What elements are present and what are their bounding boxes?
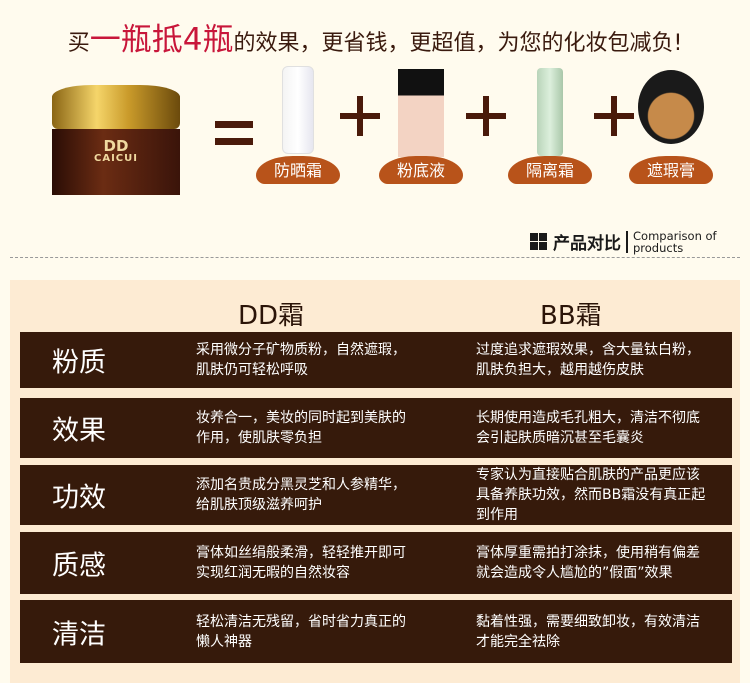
section-title-en-2: products — [633, 240, 684, 255]
bb-cell: 长期使用造成毛孔粗大，清洁不彻底会引起肤质暗沉甚至毛囊炎 — [476, 410, 700, 446]
section-title-cn: 产品对比 — [553, 234, 621, 254]
row-label: 效果 — [52, 415, 106, 447]
section-title-en-1: Comparison of — [633, 228, 717, 243]
product-foundation: 粉底液 — [376, 66, 466, 184]
jar-brand: CAICUI — [94, 153, 138, 164]
product-concealer: 遮瑕膏 — [626, 66, 716, 184]
product-sunscreen: 防晒霜 — [253, 66, 343, 184]
table-row: 质感 膏体如丝绢般柔滑，轻轻推开即可实现红润无暇的自然妆容 膏体厚重需拍打涂抹，… — [20, 532, 732, 594]
jar-body: DD CAICUI — [52, 129, 180, 195]
concealer-image — [638, 70, 704, 144]
plus-icon — [466, 96, 506, 136]
sunscreen-image — [282, 66, 314, 154]
dd-cell: 妆养合一，美妆的同时起到美肤的作用，使肌肤零负担 — [196, 410, 406, 446]
product-badge: 防晒霜 — [256, 156, 340, 184]
product-badge: 粉底液 — [379, 156, 463, 184]
row-label: 质感 — [52, 550, 106, 582]
dd-cell: 添加名贵成分黑灵芝和人参精华，给肌肤顶级滋养呵护 — [196, 477, 406, 513]
jar-lid — [52, 85, 180, 129]
dd-cream-jar: DD CAICUI — [52, 85, 180, 195]
comparison-table: DD霜 BB霜 粉质 采用微分子矿物质粉，自然遮瑕，肌肤仍可轻松呼吸 过度追求遮… — [10, 280, 740, 683]
bb-cell: 专家认为直接贴合肌肤的产品更应该具备养肤功效，然而BB霜没有真正起到作用 — [476, 467, 706, 523]
bb-cell: 过度追求遮瑕效果，含大量钛白粉，肌肤负担大，越用越伤皮肤 — [476, 342, 700, 378]
grid-icon — [530, 233, 547, 250]
table-row: 清洁 轻松清洁无残留，省时省力真正的懒人神器 黏着性强，需要细致卸妆，有效清洁才… — [20, 600, 732, 663]
primer-image — [537, 68, 563, 156]
headline-highlight: 一瓶抵4瓶 — [89, 22, 234, 58]
headline: 买一瓶抵4瓶的效果，更省钱，更超值，为您的化妆包减负! — [0, 14, 750, 59]
dd-cell: 膏体如丝绢般柔滑，轻轻推开即可实现红润无暇的自然妆容 — [196, 545, 406, 581]
bb-cell: 黏着性强，需要细致卸妆，有效清洁才能完全祛除 — [476, 613, 700, 650]
table-row: 功效 添加名贵成分黑灵芝和人参精华，给肌肤顶级滋养呵护 专家认为直接贴合肌肤的产… — [20, 465, 732, 525]
row-label: 功效 — [52, 482, 106, 514]
plus-icon — [340, 96, 380, 136]
plus-icon — [594, 96, 634, 136]
table-row: 效果 妆养合一，美妆的同时起到美肤的作用，使肌肤零负担 长期使用造成毛孔粗大，清… — [20, 398, 732, 458]
headline-pre: 买 — [67, 31, 90, 56]
jar-logo: DD — [103, 137, 129, 155]
dd-cell: 采用微分子矿物质粉，自然遮瑕，肌肤仍可轻松呼吸 — [196, 342, 406, 378]
column-header-dd: DD霜 — [238, 301, 305, 331]
foundation-image — [398, 69, 444, 157]
equals-icon — [215, 118, 253, 148]
bb-cell: 膏体厚重需拍打涂抹，使用稍有偏差就会造成令人尴尬的”假面”效果 — [476, 545, 700, 581]
column-header-bb: BB霜 — [540, 301, 602, 331]
product-badge: 隔离霜 — [508, 156, 592, 184]
row-label: 清洁 — [52, 619, 106, 650]
dd-cell: 轻松清洁无残留，省时省力真正的懒人神器 — [196, 613, 406, 650]
divider — [626, 230, 628, 253]
product-badge: 遮瑕膏 — [629, 156, 713, 184]
headline-post: 的效果，更省钱，更超值，为您的化妆包减负! — [233, 31, 683, 56]
row-label: 粉质 — [52, 347, 106, 379]
product-primer: 隔离霜 — [505, 66, 595, 184]
dashed-divider — [10, 257, 740, 258]
table-row: 粉质 采用微分子矿物质粉，自然遮瑕，肌肤仍可轻松呼吸 过度追求遮瑕效果，含大量钛… — [20, 332, 732, 388]
